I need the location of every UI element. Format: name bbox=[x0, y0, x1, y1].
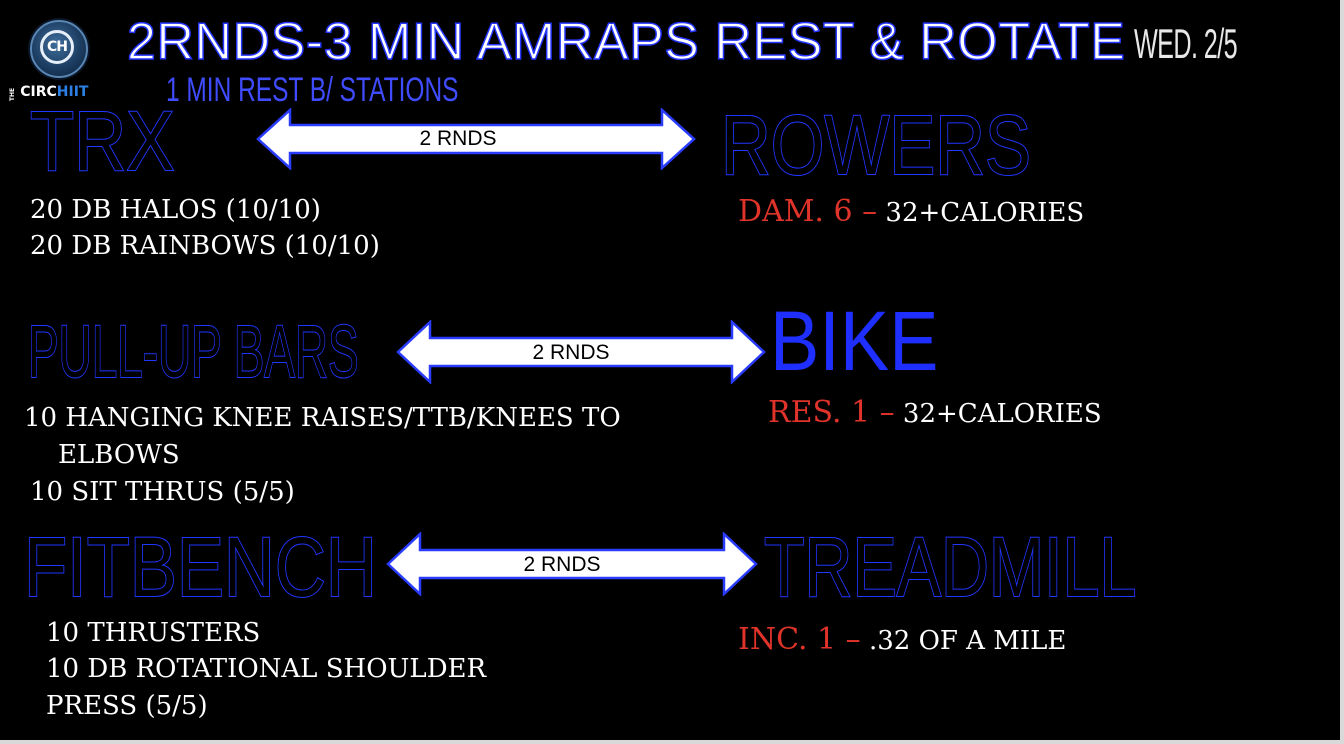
subtitle: 1 MIN REST B/ STATIONS bbox=[166, 71, 459, 109]
station-treadmill: TREADMILL bbox=[763, 520, 1137, 614]
station-trx: TRX bbox=[29, 94, 175, 188]
rounds-arrow: 2 RNDS bbox=[386, 532, 758, 596]
rounds-arrow: 2 RNDS bbox=[256, 108, 696, 170]
exercise-line: 10 SIT THRUS (5/5) bbox=[30, 477, 295, 507]
date-label: WED. 2/5 bbox=[1134, 20, 1238, 67]
station-rowers: ROWERS bbox=[720, 98, 1032, 192]
station-setting: RES. 1 – 32+CALORIES bbox=[768, 395, 1102, 430]
exercise-line: ELBOWS bbox=[58, 440, 180, 470]
rounds-arrow: 2 RNDS bbox=[396, 320, 766, 384]
exercise-line: 20 DB RAINBOWS (10/10) bbox=[30, 231, 380, 261]
exercise-line: PRESS (5/5) bbox=[46, 691, 208, 721]
exercise-line: 20 DB HALOS (10/10) bbox=[30, 195, 321, 225]
arrow-label: 2 RNDS bbox=[523, 553, 601, 576]
arrow-label: 2 RNDS bbox=[532, 341, 610, 364]
station-bike: BIKE bbox=[770, 294, 939, 388]
station-pull-up-bars: PULL-UP BARS bbox=[27, 310, 359, 393]
circhiit-logo: CH bbox=[30, 20, 88, 78]
station-setting: INC. 1 – .32 OF A MILE bbox=[738, 622, 1067, 657]
page-title: 2RNDS-3 MIN AMRAPS REST & ROTATE bbox=[126, 12, 1126, 72]
arrow-label: 2 RNDS bbox=[419, 127, 497, 150]
exercise-line: 10 THRUSTERS bbox=[46, 618, 261, 648]
station-setting: DAM. 6 – 32+CALORIES bbox=[738, 194, 1085, 229]
exercise-line: 10 DB ROTATIONAL SHOULDER bbox=[46, 654, 487, 684]
exercise-line: 10 HANGING KNEE RAISES/TTB/KNEES TO bbox=[24, 403, 621, 433]
station-fitbench: FITBENCH bbox=[23, 520, 377, 614]
logo-monogram: CH bbox=[40, 30, 74, 64]
